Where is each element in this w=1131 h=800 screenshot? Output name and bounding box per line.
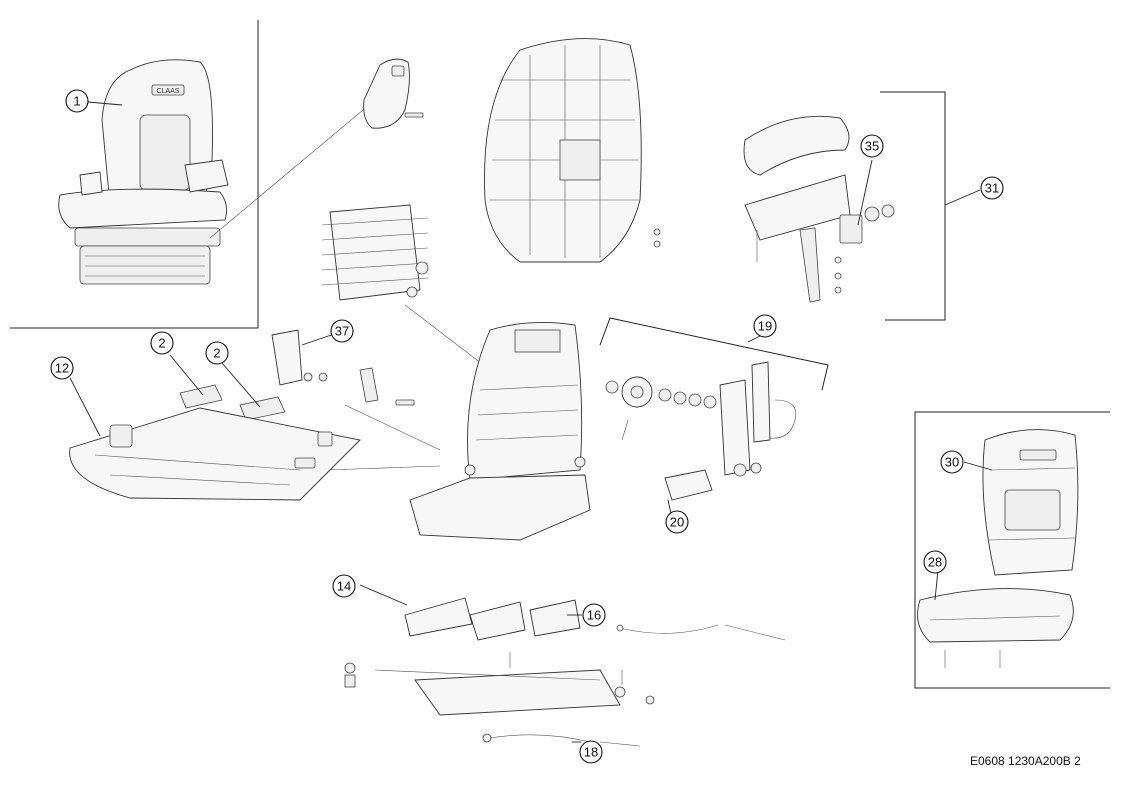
lumbar-support-part (321, 204, 491, 371)
callout-12: 12 (50, 356, 74, 380)
cable-part (482, 733, 641, 747)
svg-text:12: 12 (55, 361, 69, 376)
svg-text:16: 16 (587, 608, 601, 623)
svg-text:31: 31 (985, 181, 999, 196)
callout-2-left: 2 (150, 331, 174, 355)
callout-18: 18 (579, 740, 603, 764)
callout-37: 37 (330, 319, 354, 343)
svg-text:2: 2 (158, 336, 165, 351)
recliner-group-bracket (599, 317, 829, 391)
callout-1: 1 (65, 89, 89, 113)
backrest-cushion-part (982, 429, 1079, 576)
svg-text:14: 14 (337, 579, 351, 594)
callout-14: 14 (332, 574, 356, 598)
svg-text:19: 19 (758, 319, 772, 334)
svg-text:37: 37 (335, 324, 349, 339)
cushion-set-frame (914, 411, 1110, 689)
complete-seat-illustration: CLAAS (58, 59, 376, 285)
svg-text:28: 28 (928, 555, 942, 570)
svg-text:20: 20 (670, 515, 684, 530)
svg-text:35: 35 (865, 139, 879, 154)
drawing-reference-code: E0608 1230A200B 2 (970, 754, 1081, 768)
lower-rail-assembly-part (344, 652, 655, 716)
callout-31: 31 (980, 176, 1004, 200)
recliner-mechanism-part (605, 361, 797, 501)
callout-19: 19 (753, 314, 777, 338)
svg-text:30: 30 (945, 455, 959, 470)
callout-30: 30 (940, 450, 964, 474)
leader-lines (69, 101, 993, 743)
seat-badge: CLAAS (157, 88, 180, 95)
armrest-part (743, 115, 895, 303)
callout-20: 20 (665, 510, 689, 534)
svg-text:1: 1 (73, 94, 80, 109)
side-cover-part (363, 58, 424, 129)
slide-rail-parts (404, 597, 786, 641)
callout-16: 16 (582, 603, 606, 627)
svg-text:18: 18 (584, 745, 598, 760)
backrest-shell-part (484, 38, 661, 263)
callout-28: 28 (923, 550, 947, 574)
callout-35: 35 (860, 134, 884, 158)
armrest-group-bracket (880, 91, 981, 321)
svg-text:2: 2 (213, 346, 220, 361)
base-frame-part (69, 407, 361, 501)
seat-cushion-part (917, 588, 1074, 668)
mounting-plate-parts (179, 384, 286, 421)
bracket-part (271, 329, 415, 406)
overview-frame (10, 20, 259, 329)
seat-frame-part (324, 321, 591, 541)
callout-2-right: 2 (205, 341, 229, 365)
